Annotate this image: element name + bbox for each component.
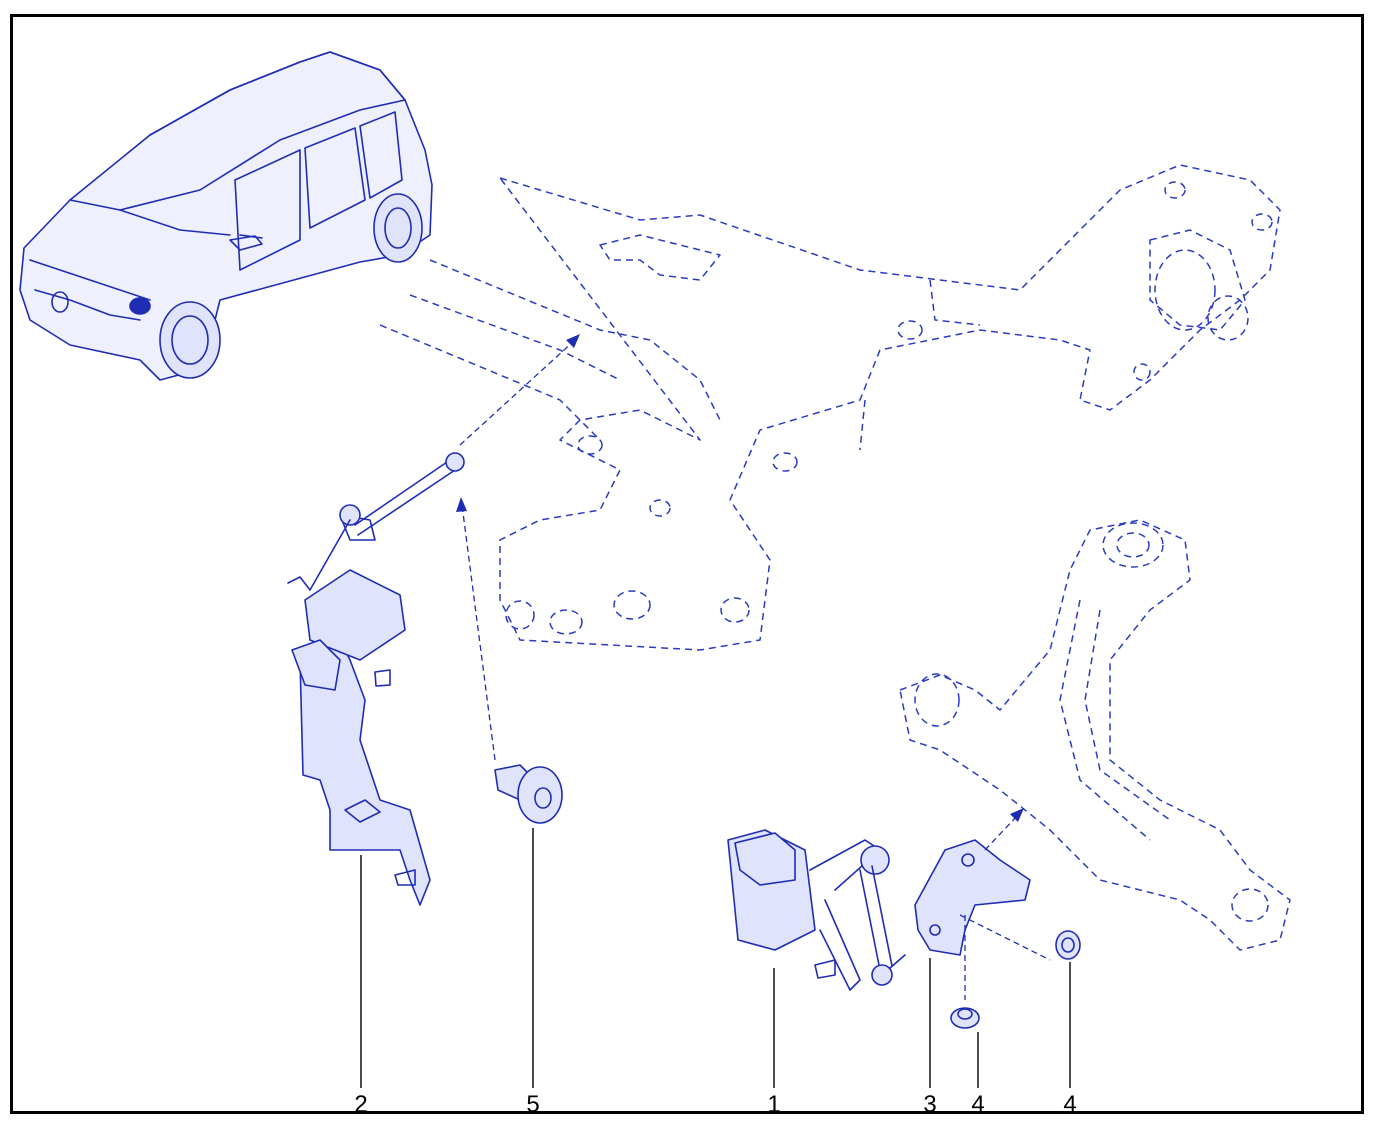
vehicle-illustration (19, 51, 433, 381)
lower-control-arm (899, 519, 1291, 951)
callout-5: 5 (526, 1091, 539, 1118)
height-sensor-with-bracket (287, 452, 465, 906)
callout-4-lower-nut: 4 (971, 1091, 984, 1118)
callout-2: 2 (354, 1091, 367, 1118)
callout-3: 3 (923, 1091, 936, 1118)
height-sensor (727, 829, 906, 991)
callout-4-right-nut: 4 (1063, 1091, 1076, 1118)
leader-lines (360, 828, 1071, 1088)
callouts: 2 5 1 3 4 4 (354, 1091, 1076, 1118)
mounting-bracket (914, 839, 1031, 956)
callout-1: 1 (767, 1091, 780, 1118)
nut-right (1055, 930, 1081, 960)
nut-lower (950, 1007, 980, 1029)
clip-fastener (494, 764, 563, 824)
assembly-arrows (456, 334, 1051, 1000)
front-subframe (379, 164, 1281, 651)
